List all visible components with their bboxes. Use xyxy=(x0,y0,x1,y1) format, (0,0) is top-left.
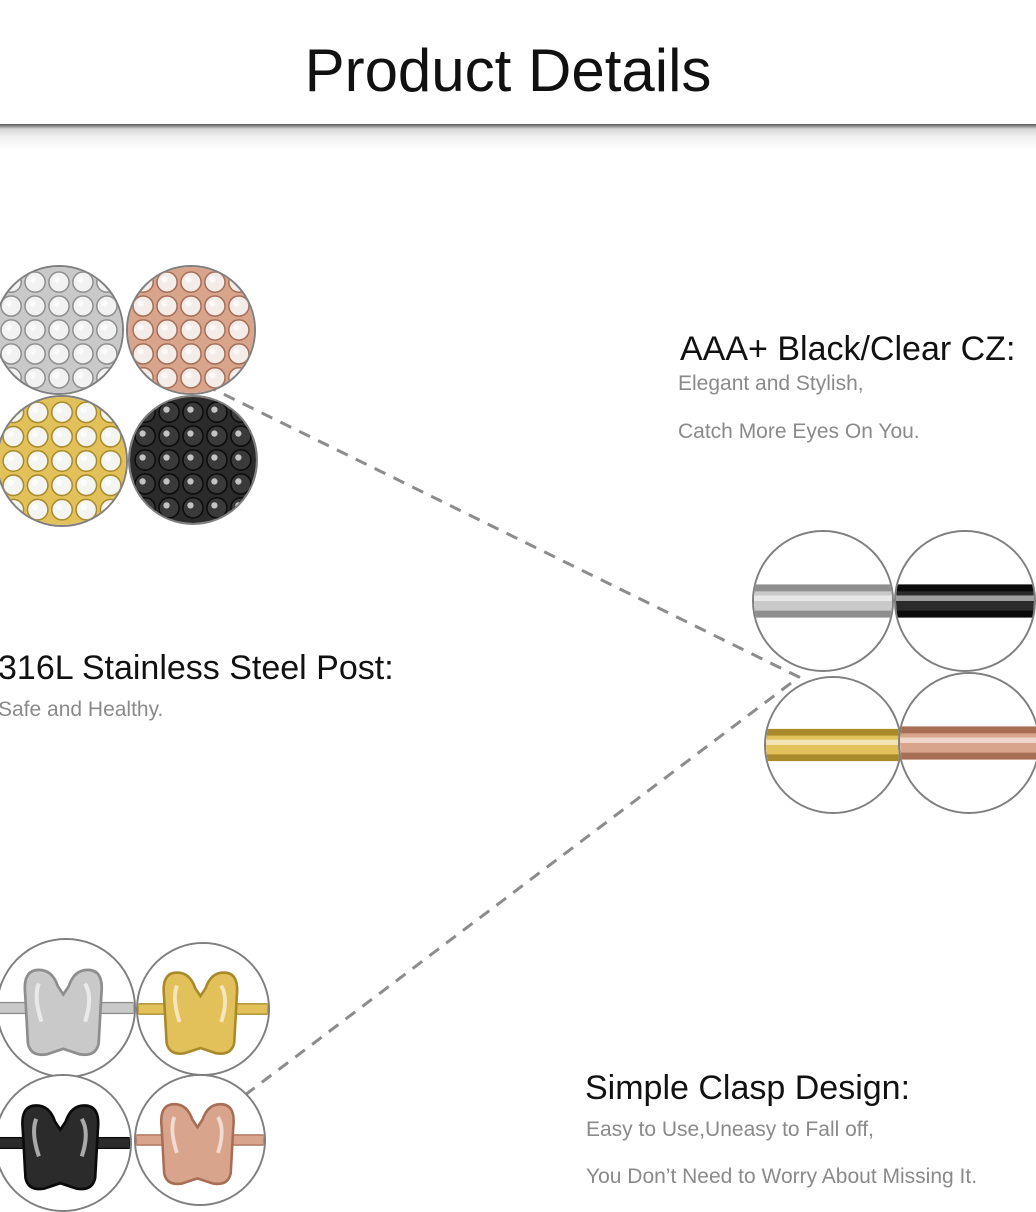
clasp-heading: Simple Clasp Design: xyxy=(585,1069,911,1107)
pave-cz-stone-icon xyxy=(0,267,122,393)
butterfly-clasp-icon xyxy=(136,1076,264,1204)
steel-post-icon xyxy=(896,532,1034,670)
page-title: Product Details xyxy=(304,37,712,104)
clasp-circle-silver xyxy=(0,938,136,1078)
title-divider xyxy=(0,124,1036,150)
clasp-circle-black xyxy=(0,1074,132,1212)
cz-line-2: Catch More Eyes On You. xyxy=(678,420,920,443)
clasp-line-2: You Don’t Need to Worry About Missing It… xyxy=(586,1165,978,1188)
post-heading: 316L Stainless Steel Post: xyxy=(0,649,394,687)
butterfly-clasp-icon xyxy=(0,940,134,1076)
post-line-1: Safe and Healthy. xyxy=(0,698,164,721)
cz-circle-rose-gold xyxy=(126,265,256,395)
pave-cz-stone-icon xyxy=(0,397,126,525)
post-circle-black xyxy=(894,530,1036,672)
butterfly-clasp-icon xyxy=(0,1076,130,1210)
steel-post-icon xyxy=(766,678,900,812)
pave-cz-stone-icon xyxy=(128,267,254,393)
post-circle-rose-gold xyxy=(898,672,1036,814)
cz-circle-silver xyxy=(0,265,124,395)
post-circle-silver xyxy=(752,530,894,672)
cz-heading: AAA+ Black/Clear CZ: xyxy=(680,330,1016,368)
clasp-line-1: Easy to Use,Uneasy to Fall off, xyxy=(586,1118,874,1141)
steel-post-icon xyxy=(900,674,1036,812)
connector-clasp xyxy=(244,678,796,1097)
post-circle-gold xyxy=(764,676,902,814)
clasp-circle-rose-gold xyxy=(134,1074,266,1206)
cz-circle-black xyxy=(128,395,258,525)
cz-circle-gold xyxy=(0,395,128,527)
clasp-circle-gold xyxy=(136,942,270,1076)
cz-line-1: Elegant and Stylish, xyxy=(678,372,864,395)
butterfly-clasp-icon xyxy=(138,944,268,1074)
pave-cz-stone-icon xyxy=(130,397,256,523)
steel-post-icon xyxy=(754,532,892,670)
